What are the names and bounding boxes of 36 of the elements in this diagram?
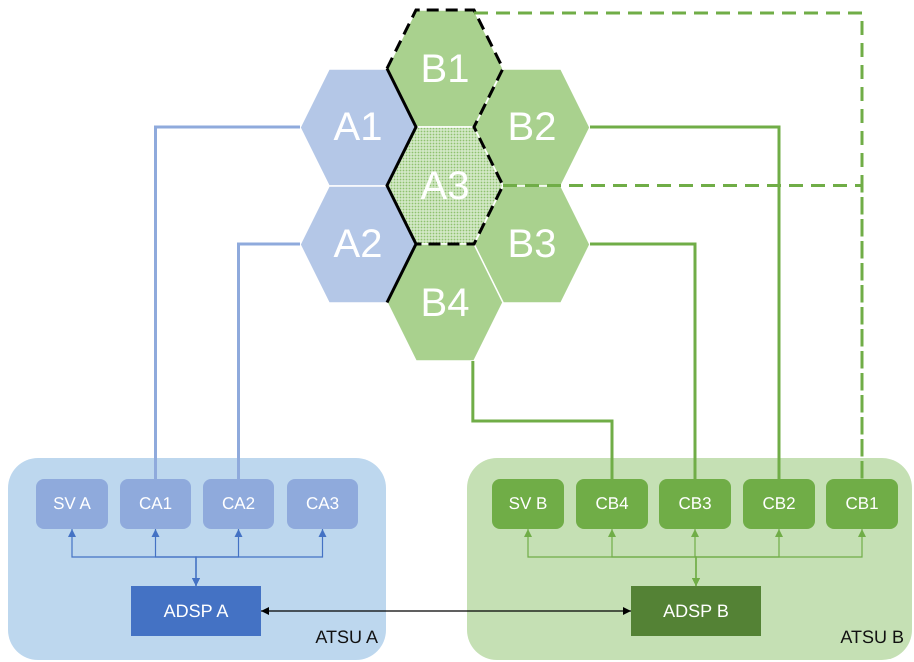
hexagon-cell bbox=[300, 186, 416, 302]
service-box: CA1 bbox=[120, 479, 191, 529]
service-box: CB1 bbox=[826, 479, 898, 529]
hexagon-cell bbox=[474, 186, 590, 302]
service-box: CB3 bbox=[659, 479, 731, 529]
cell-label: B1 bbox=[420, 48, 470, 88]
cell-label: B3 bbox=[508, 224, 556, 264]
cell-label: A1 bbox=[334, 107, 382, 147]
processor-box: ADSP A bbox=[131, 586, 261, 636]
arrow bbox=[692, 529, 866, 586]
service-box: CA2 bbox=[203, 479, 274, 529]
service-box: CB2 bbox=[743, 479, 815, 529]
cell-label: A3 bbox=[420, 166, 470, 206]
panel-label: ATSU A bbox=[315, 627, 378, 648]
connector-line bbox=[471, 361, 614, 479]
service-box: CB4 bbox=[576, 479, 648, 529]
connector-line bbox=[590, 242, 696, 479]
arrow bbox=[192, 529, 326, 586]
hexagon-cell bbox=[474, 68, 590, 186]
service-box: SV A bbox=[36, 479, 108, 529]
arrow bbox=[261, 607, 631, 615]
service-box: CA3 bbox=[287, 479, 358, 529]
service-box: SV B bbox=[492, 479, 564, 529]
cell-label: B4 bbox=[420, 282, 470, 322]
connector-line bbox=[503, 184, 864, 479]
cell-label: A2 bbox=[334, 224, 382, 264]
connector-line bbox=[590, 126, 780, 479]
system-panel bbox=[8, 458, 386, 660]
connector-line bbox=[237, 242, 300, 479]
hexagon-cell bbox=[300, 68, 416, 186]
connector-line bbox=[154, 126, 300, 479]
hexagon-cell bbox=[387, 244, 503, 361]
cell-label: B2 bbox=[508, 107, 556, 147]
system-panel bbox=[467, 458, 912, 660]
panel-label: ATSU B bbox=[840, 627, 904, 648]
processor-box: ADSP B bbox=[631, 586, 761, 636]
